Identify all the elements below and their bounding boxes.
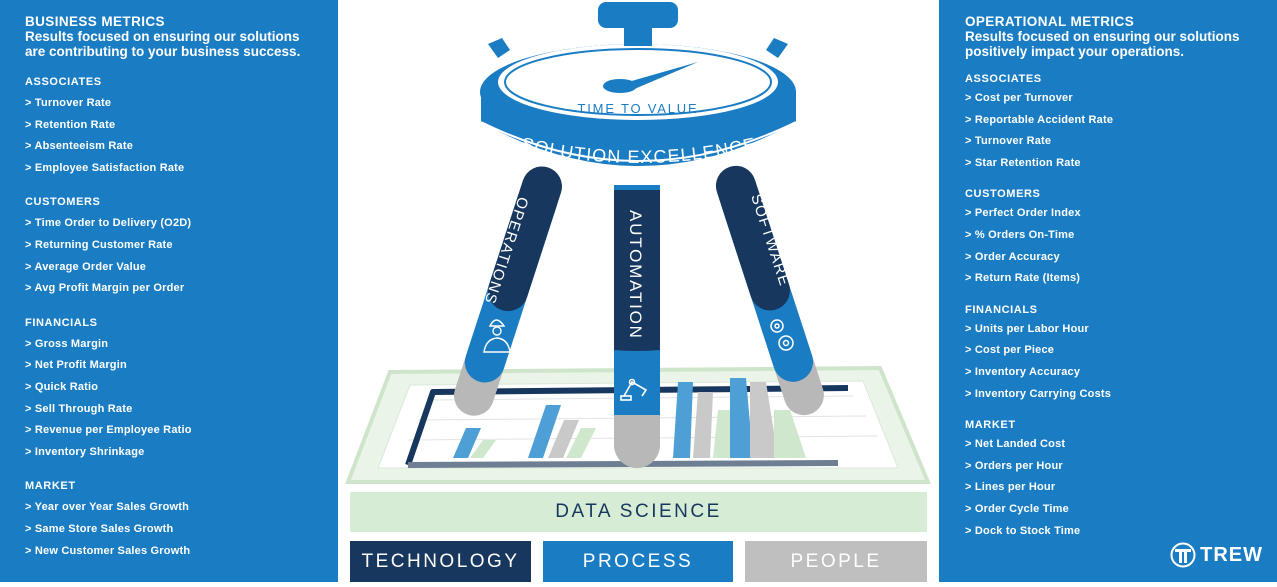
technology-bar: TECHNOLOGY bbox=[350, 541, 531, 582]
stool-diagram: TIME TO VALUE SOLUTION EXCELLENCE OPERAT… bbox=[338, 0, 939, 582]
stopwatch-crown bbox=[488, 2, 788, 58]
operational-metrics-subtitle-line2: positively impact your operations. bbox=[965, 44, 1185, 59]
metric-item: > Average Order Value bbox=[25, 260, 147, 273]
metric-item: > Lines per Hour bbox=[965, 481, 1056, 494]
metric-item: > Returning Customer Rate bbox=[25, 238, 173, 251]
section-heading-associates: ASSOCIATES bbox=[965, 73, 1042, 85]
worker-icon bbox=[483, 319, 511, 353]
metric-item: > Net Profit Margin bbox=[25, 359, 127, 372]
time-to-value-label: TIME TO VALUE bbox=[578, 101, 699, 116]
chart-bars bbox=[453, 378, 806, 458]
metric-item: > Turnover Rate bbox=[965, 135, 1052, 148]
metric-item: > Cost per Turnover bbox=[965, 92, 1073, 104]
operational-metrics-subtitle-line1: Results focused on ensuring our solution… bbox=[965, 29, 1240, 44]
metric-item: > Avg Profit Margin per Order bbox=[25, 282, 185, 295]
gears-icon bbox=[770, 319, 794, 351]
metric-item: > Cost per Piece bbox=[965, 344, 1055, 357]
metric-item: > Inventory Accuracy bbox=[965, 365, 1081, 378]
metric-item: > Order Accuracy bbox=[965, 250, 1060, 263]
metric-item: > Year over Year Sales Growth bbox=[25, 501, 190, 514]
section-heading-customers: CUSTOMERS bbox=[965, 188, 1041, 201]
business-metrics-panel: BUSINESS METRICS Results focused on ensu… bbox=[0, 0, 338, 582]
robot-arm-icon bbox=[620, 378, 648, 401]
data-science-bar: DATA SCIENCE bbox=[350, 492, 927, 532]
metric-item: > Time Order to Delivery (O2D) bbox=[25, 217, 192, 230]
metric-item: > Net Landed Cost bbox=[965, 438, 1066, 451]
trew-logo-text: TREW bbox=[1200, 543, 1263, 566]
section-heading-market: MARKET bbox=[965, 419, 1016, 432]
section-heading-associates: ASSOCIATES bbox=[25, 76, 102, 88]
metric-item: > Star Retention Rate bbox=[965, 156, 1081, 169]
stool-legs bbox=[454, 165, 824, 468]
metric-item: > Inventory Carrying Costs bbox=[965, 387, 1112, 400]
stool-diagram-graphic: TIME TO VALUE SOLUTION EXCELLENCE OPERAT… bbox=[345, 2, 932, 484]
metric-item: > New Customer Sales Growth bbox=[25, 544, 191, 557]
metric-item: > Retention Rate bbox=[25, 118, 116, 131]
trew-logo-icon bbox=[1170, 542, 1196, 568]
process-bar: PROCESS bbox=[543, 541, 733, 582]
operational-metrics-sections: ASSOCIATES > Cost per Turnover > Reportabl… bbox=[965, 73, 1277, 542]
operational-metrics-panel: OPERATIONAL METRICS Results focused on e… bbox=[939, 0, 1277, 582]
metric-item: > Sell Through Rate bbox=[25, 402, 133, 415]
metric-item: > Absenteeism Rate bbox=[25, 140, 134, 153]
metric-item: > Perfect Order Index bbox=[965, 207, 1081, 220]
metric-item: > Order Cycle Time bbox=[965, 502, 1069, 515]
metric-item: > Inventory Shrinkage bbox=[25, 445, 145, 458]
metric-item: > Employee Satisfaction Rate bbox=[25, 161, 185, 174]
section-heading-customers: CUSTOMERS bbox=[25, 196, 101, 209]
section-heading-market: MARKET bbox=[25, 480, 76, 493]
metric-item: > Gross Margin bbox=[25, 337, 109, 350]
section-heading-financials: FINANCIALS bbox=[25, 316, 98, 329]
metric-item: > Turnover Rate bbox=[25, 97, 112, 109]
metric-item: > Return Rate (Items) bbox=[965, 272, 1081, 285]
metric-item: > Units per Labor Hour bbox=[965, 322, 1089, 335]
metric-item: > Quick Ratio bbox=[25, 380, 99, 393]
metric-item: > Reportable Accident Rate bbox=[965, 113, 1114, 126]
business-metrics-title: BUSINESS METRICS bbox=[25, 14, 165, 29]
people-bar: PEOPLE bbox=[745, 541, 927, 582]
business-metrics-sections: ASSOCIATES > Turnover Rate > Retention Rat… bbox=[25, 76, 338, 562]
trew-logo: TREW bbox=[1170, 542, 1263, 568]
business-metrics-subtitle-line1: Results focused on ensuring our solution… bbox=[25, 29, 300, 44]
metric-item: > Orders per Hour bbox=[965, 459, 1063, 472]
business-metrics-subtitle-line2: are contributing to your business succes… bbox=[25, 44, 301, 59]
metric-item: > Dock to Stock Time bbox=[965, 524, 1081, 537]
leg-label-automation: AUTOMATION bbox=[626, 210, 645, 340]
operational-metrics-title: OPERATIONAL METRICS bbox=[965, 14, 1135, 29]
metric-item: > % Orders On-Time bbox=[965, 228, 1075, 241]
metric-item: > Same Store Sales Growth bbox=[25, 522, 174, 535]
stopwatch-hand bbox=[603, 62, 698, 93]
metric-item: > Revenue per Employee Ratio bbox=[25, 424, 192, 437]
section-heading-financials: FINANCIALS bbox=[965, 303, 1038, 316]
